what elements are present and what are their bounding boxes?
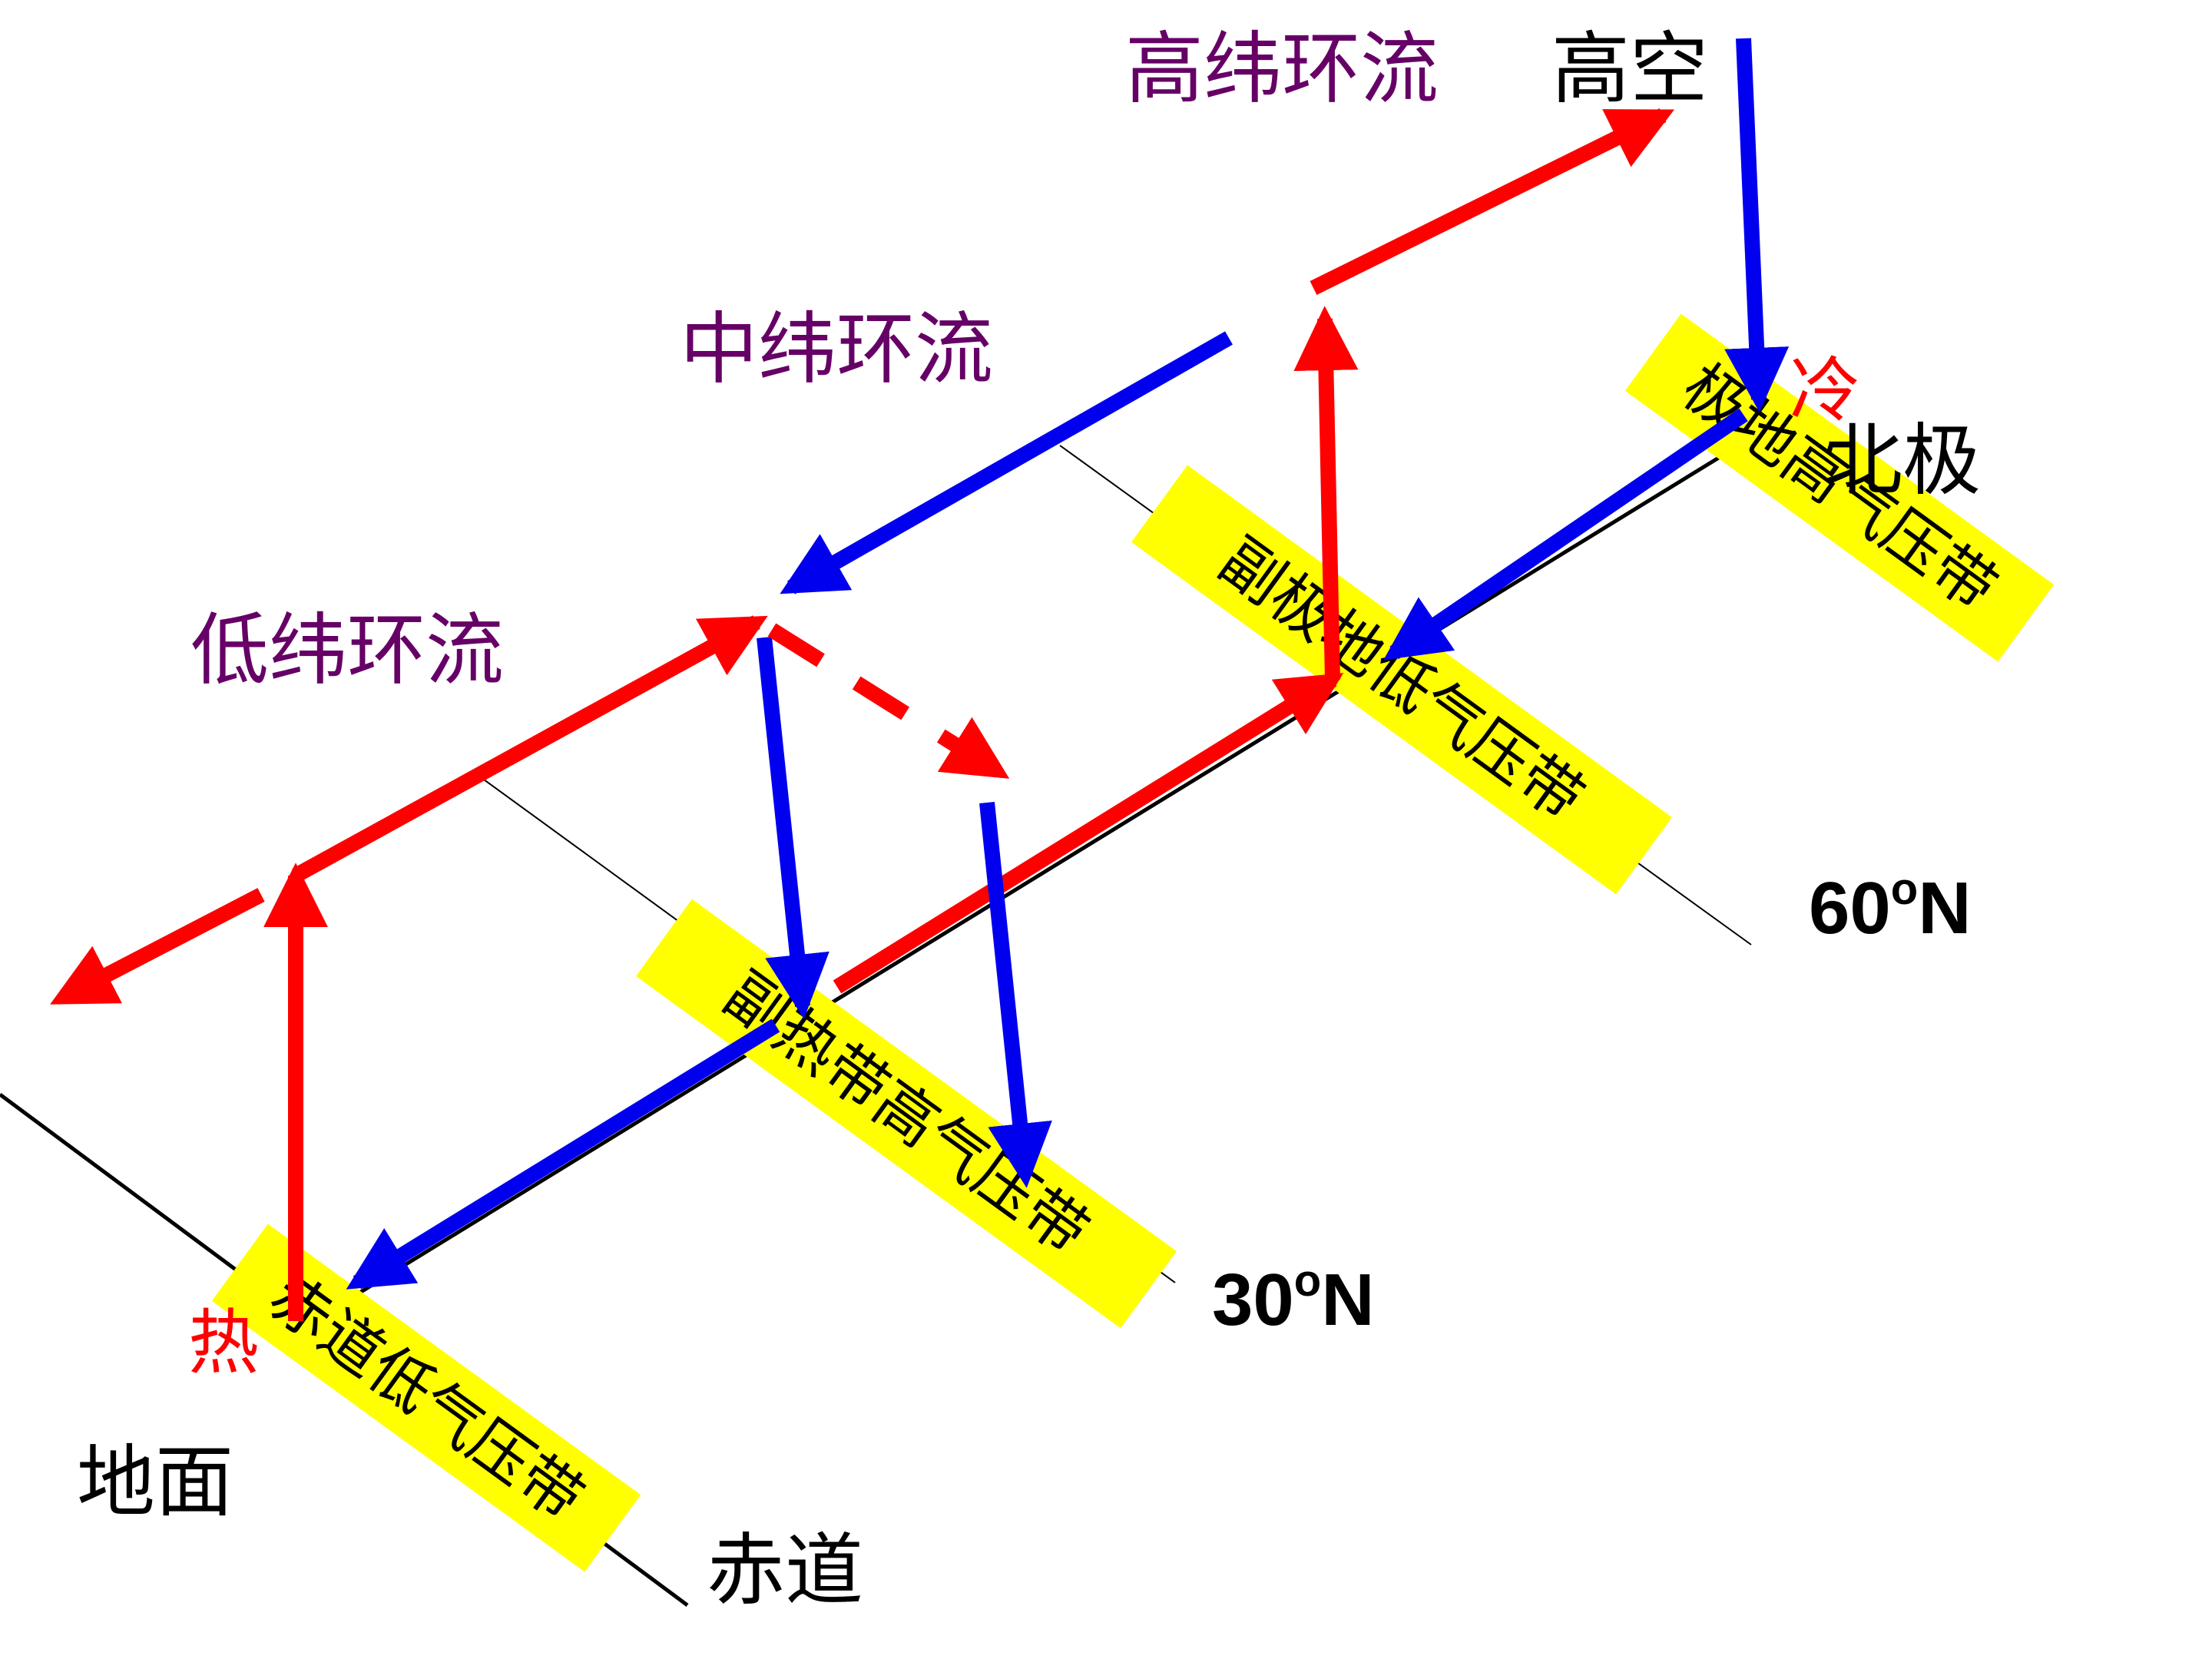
high-lat-circulation-label: 高纬环流 xyxy=(1125,24,1439,115)
lat-30-label: 30oN xyxy=(1212,1256,1375,1341)
mid-cell-upper-equatorward-arrow xyxy=(780,331,1233,594)
mid-cell-upper-dashed-arrow xyxy=(767,623,1010,779)
subpolar-rising-arrow xyxy=(1293,306,1359,680)
equator-label: 赤道 xyxy=(707,1525,863,1617)
polar-sinking-arrow xyxy=(1724,38,1790,412)
high-cell-upper-poleward-arrow xyxy=(1310,108,1675,295)
ground-label: 地面 xyxy=(77,1437,233,1528)
subpolar-low-label: 副极地低气压带 xyxy=(1207,525,1597,835)
subtropical-high-belt: 副热带高气压带 xyxy=(636,899,1177,1329)
cold-label: 冷 xyxy=(1790,349,1860,432)
westerly-surface-arrow xyxy=(833,673,1344,994)
upper-air-label: 高空 xyxy=(1551,24,1708,115)
low-cell-upper-poleward-arrow xyxy=(292,615,768,882)
subpolar-low-belt: 副极地低气压带 xyxy=(1131,465,1672,895)
north-pole-label: 北极 xyxy=(1824,416,1981,507)
equatorial-low-label: 赤道低气压带 xyxy=(257,1260,597,1535)
subtropical-sinking-arrow xyxy=(757,636,830,1019)
low-cell-upper-southward-arrow xyxy=(50,888,265,1005)
hot-label: 热 xyxy=(188,1302,259,1384)
trade-wind-arrow xyxy=(346,1018,780,1290)
ground-axis-line xyxy=(306,435,1753,1327)
equatorial-low-belt: 赤道低气压带 xyxy=(211,1224,641,1572)
lat-60-label: 60oN xyxy=(1809,864,1972,949)
mid-lat-circulation-label: 中纬环流 xyxy=(680,304,993,396)
polar-easterly-arrow xyxy=(1383,408,1748,661)
low-lat-circulation-label: 低纬环流 xyxy=(190,605,504,697)
mid-cell-sinking-arrow xyxy=(979,801,1052,1188)
subtropical-high-label: 副热带高气压带 xyxy=(711,959,1101,1269)
